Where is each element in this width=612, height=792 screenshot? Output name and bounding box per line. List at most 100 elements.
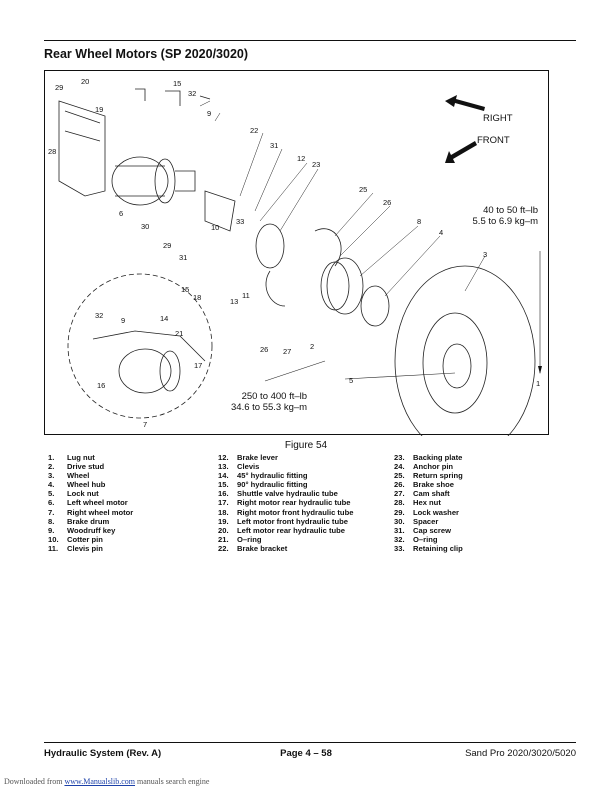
callout-7: 7 — [143, 420, 148, 429]
callout-8: 8 — [417, 217, 422, 226]
torque-upper-line1: 40 to 50 ft–lb — [483, 205, 538, 216]
left-motor-shape — [111, 156, 169, 206]
callout-32b: 32 — [95, 311, 104, 320]
torque-lower-line2: 34.6 to 55.3 kg–m — [231, 402, 308, 413]
callout-3: 3 — [483, 250, 488, 259]
footer-rule — [44, 742, 576, 743]
page-title: Rear Wheel Motors (SP 2020/3020) — [44, 47, 249, 61]
legend-column-3: 23.Backing plate 24.Anchor pin 25.Return… — [394, 453, 463, 553]
legend-item: 14.45° hydraulic fitting — [218, 471, 308, 481]
legend-item: 3.Wheel — [48, 471, 90, 481]
direction-front-label: FRONT — [477, 135, 510, 146]
callout-15b: 15 — [181, 285, 190, 294]
legend-item: 31.Cap screw — [394, 525, 451, 535]
download-prefix: Downloaded from — [4, 777, 65, 786]
torque-upper-line2: 5.5 to 6.9 kg–m — [472, 216, 538, 227]
legend-column-2: 12.Brake lever 13.Clevis 14.45° hydrauli… — [218, 453, 353, 553]
legend-item: 32.O–ring — [394, 534, 438, 544]
callout-4: 4 — [439, 228, 444, 237]
callout-23: 23 — [312, 160, 321, 169]
legend-item: 21.O–ring — [218, 534, 262, 544]
footer-product-name: Sand Pro 2020/3020/5020 — [465, 748, 576, 759]
legend-item: 13.Clevis — [218, 462, 260, 472]
legend-item: 26.Brake shoe — [394, 480, 454, 490]
legend-item: 10.Cotter pin — [48, 534, 103, 544]
legend-item: 9.Woodruff key — [48, 525, 116, 535]
callout-31b: 31 — [179, 253, 188, 262]
callout-33: 33 — [236, 217, 245, 226]
callout-22: 22 — [250, 126, 259, 135]
callout-2: 2 — [310, 342, 315, 351]
callout-10: 10 — [211, 223, 220, 232]
callout-17: 17 — [194, 361, 203, 370]
legend-item: 25.Return spring — [394, 471, 463, 481]
legend-item: 30.Spacer — [394, 516, 439, 526]
callout-29: 29 — [55, 83, 64, 92]
direction-right-label: RIGHT — [483, 113, 513, 124]
callout-14: 14 — [160, 314, 169, 323]
legend-item: 15.90° hydraulic fitting — [218, 480, 308, 490]
figure-frame: 20 15 29 32 19 9 28 22 31 12 23 25 26 8 … — [44, 70, 549, 436]
callout-5: 5 — [349, 376, 354, 385]
legend-item: 18.Right motor front hydraulic tube — [218, 507, 354, 517]
torque-spec-lower: 250 to 400 ft–lb 34.6 to 55.3 kg–m — [231, 391, 307, 413]
callout-27: 27 — [283, 347, 292, 356]
callout-6: 6 — [119, 209, 124, 218]
legend-item: 16.Shuttle valve hydraulic tube — [218, 489, 338, 499]
footer-section-title: Hydraulic System (Rev. A) — [44, 748, 162, 759]
footer-page-number: Page 4 – 58 — [280, 748, 332, 759]
legend-item: 4.Wheel hub — [48, 480, 106, 490]
detail-circle-shape — [67, 273, 213, 419]
front-arrow-icon — [445, 141, 477, 163]
exploded-view-drawing — [58, 88, 542, 436]
callout-28: 28 — [48, 147, 57, 156]
wheel-hub-shape — [360, 285, 390, 327]
legend-column-1: 1.Lug nut 2.Drive stud 3.Wheel 4.Wheel h… — [48, 453, 133, 553]
legend-item: 17.Right motor rear hydraulic tube — [218, 498, 351, 508]
legend-item: 5.Lock nut — [48, 489, 99, 499]
frame-mount-shape — [58, 100, 106, 197]
legend-item: 6.Left wheel motor — [48, 498, 128, 508]
legend-item: 1.Lug nut — [48, 453, 95, 462]
legend-item: 27.Cam shaft — [394, 489, 450, 499]
legend-item: 22.Brake bracket — [218, 543, 288, 553]
legend-item: 20.Left motor rear hydraulic tube — [218, 525, 346, 535]
callout-26b: 26 — [260, 345, 269, 354]
callout-31: 31 — [270, 141, 279, 150]
backing-plate-shape — [255, 223, 285, 269]
callout-26: 26 — [383, 198, 392, 207]
callout-32: 32 — [188, 89, 197, 98]
download-notice: Downloaded from www.Manualslib.com manua… — [4, 777, 209, 786]
right-motor-shape — [118, 348, 172, 394]
torque-arrow-icon — [538, 366, 542, 374]
torque-spec-upper: 40 to 50 ft–lb 5.5 to 6.9 kg–m — [473, 205, 538, 227]
legend-item: 2.Drive stud — [48, 462, 105, 472]
callout-25: 25 — [359, 185, 368, 194]
callout-18: 18 — [193, 293, 202, 302]
callout-29b: 29 — [163, 241, 172, 250]
callout-21: 21 — [175, 329, 184, 338]
right-arrow-icon — [445, 95, 485, 111]
legend-item: 19.Left motor front hydraulic tube — [218, 516, 348, 526]
manualslib-link[interactable]: www.Manualslib.com — [64, 777, 136, 786]
figure-caption: Figure 54 — [284, 440, 328, 451]
legend-item: 12.Brake lever — [218, 453, 278, 462]
wheel-tire-shape — [394, 265, 536, 436]
header-rule — [44, 40, 576, 41]
download-suffix: manuals search engine — [135, 777, 210, 786]
callout-30: 30 — [141, 222, 150, 231]
callout-9b: 9 — [121, 316, 126, 325]
callout-12: 12 — [297, 154, 306, 163]
legend-item: 33.Retaining clip — [394, 543, 463, 553]
callout-20: 20 — [81, 77, 90, 86]
callout-13: 13 — [230, 297, 239, 306]
brake-drum-shape — [326, 257, 364, 315]
legend-item: 8.Brake drum — [48, 516, 110, 526]
legend-item: 7.Right wheel motor — [48, 507, 134, 517]
callout-16: 16 — [97, 381, 106, 390]
legend-item: 23.Backing plate — [394, 453, 463, 462]
callout-11: 11 — [242, 291, 250, 300]
torque-lower-line1: 250 to 400 ft–lb — [241, 391, 308, 402]
legend-item: 29.Lock washer — [394, 507, 460, 517]
legend-item: 24.Anchor pin — [394, 462, 454, 472]
